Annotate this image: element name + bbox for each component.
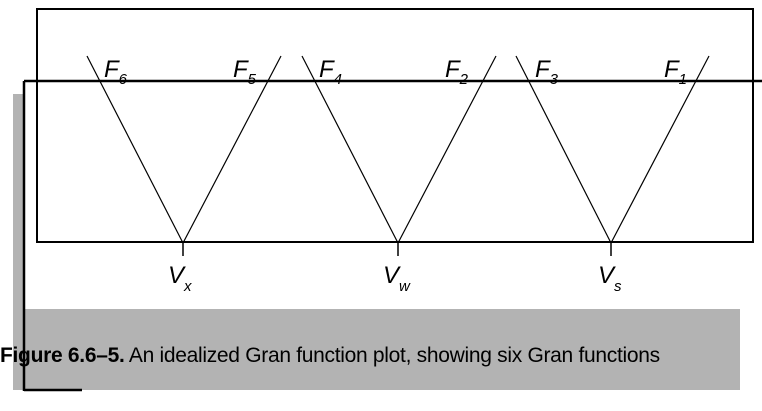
label-vw: Vw <box>383 262 411 295</box>
plot-frame <box>36 8 754 243</box>
caption-text: An idealized Gran function plot, showing… <box>124 344 660 367</box>
label-vx: Vx <box>168 262 192 295</box>
gran-line-f6 <box>86 55 184 244</box>
label-vs: Vs <box>598 262 622 295</box>
caption-label: Figure 6.6–5. <box>0 344 125 367</box>
figure-caption: Figure 6.6–5. An idealized Gran function… <box>0 338 762 374</box>
gran-line-f1 <box>610 55 710 244</box>
label-f4: F4 <box>319 56 342 88</box>
label-f3: F3 <box>535 56 559 88</box>
gran-line-f3 <box>515 55 612 244</box>
gran-line-f4 <box>301 55 399 244</box>
label-f6: F6 <box>104 56 128 88</box>
gran-line-f5 <box>182 55 282 244</box>
gran-line-f2 <box>397 55 497 244</box>
caption-background <box>13 309 740 390</box>
gran-function-lines <box>86 55 710 244</box>
equivalence-ticks <box>182 242 612 256</box>
label-f1: F1 <box>664 56 687 88</box>
label-f5: F5 <box>233 56 257 88</box>
label-f2: F2 <box>445 56 469 88</box>
